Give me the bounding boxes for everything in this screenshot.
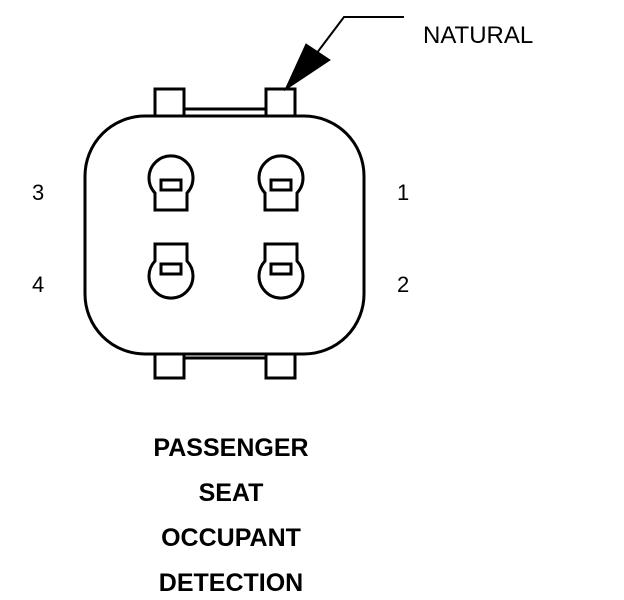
cavity-3 <box>147 154 195 212</box>
cavity-2 <box>257 242 305 300</box>
title-line-4: DETECTION <box>159 569 303 597</box>
connector-housing <box>83 114 366 356</box>
connector-color-label: NATURAL <box>423 22 533 49</box>
pin-label-1: 1 <box>397 180 409 205</box>
title-line-1: PASSENGER <box>153 434 308 462</box>
pin-label-4: 4 <box>32 272 44 297</box>
pin-label-2: 2 <box>397 272 409 297</box>
connector <box>83 87 366 380</box>
leader-arrowhead-icon <box>283 43 331 92</box>
title-line-2: SEAT <box>199 479 264 507</box>
cavity-1 <box>257 154 305 212</box>
color-leader <box>283 16 404 92</box>
connector-title: PASSENGER SEAT OCCUPANT DETECTION <box>153 434 308 597</box>
pin-label-3: 3 <box>32 180 44 205</box>
cavity-4 <box>147 242 195 300</box>
title-line-3: OCCUPANT <box>161 524 301 552</box>
